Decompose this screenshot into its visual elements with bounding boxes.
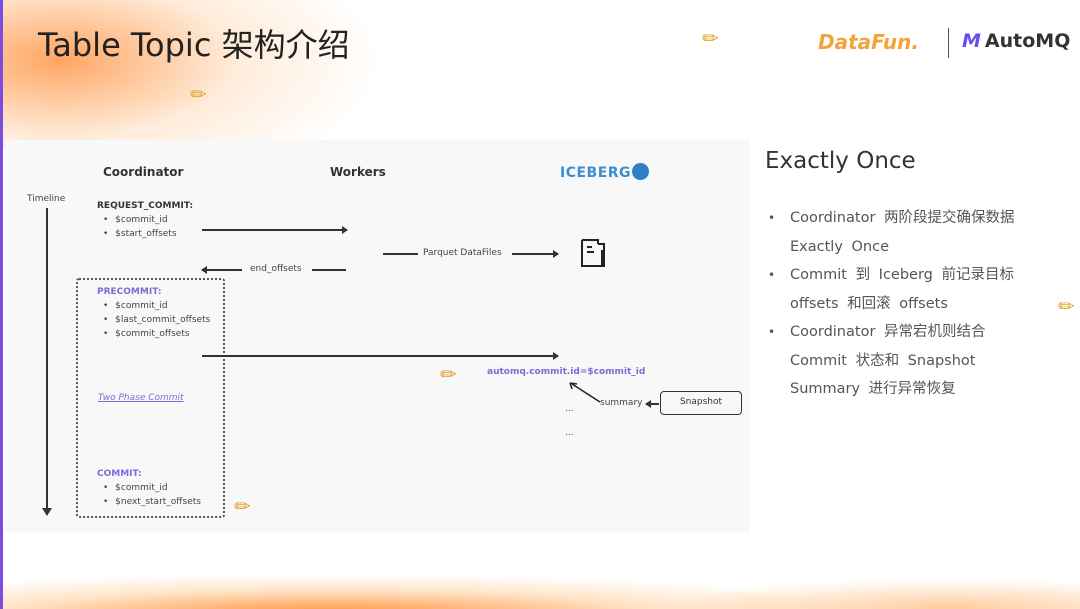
summary-label: summary bbox=[600, 398, 643, 408]
precommit-arrow bbox=[202, 352, 559, 359]
pencil-icon: ✏ bbox=[440, 362, 457, 386]
pencil-icon: ✏ bbox=[702, 26, 719, 50]
iceberg-text: ICEBERG bbox=[560, 165, 632, 181]
pencil-icon: ✏ bbox=[1058, 294, 1075, 318]
coordinator-header: Coordinator bbox=[103, 165, 184, 179]
slide-title: Table Topic 架构介绍 bbox=[38, 26, 350, 64]
two-phase-commit-label: Two Phase Commit bbox=[98, 393, 184, 403]
pencil-icon: ✏ bbox=[234, 494, 251, 518]
list-item: $last_commit_offsets bbox=[103, 313, 210, 327]
automq-text: AutoMQ bbox=[984, 30, 1071, 52]
precommit-list: $commit_id $last_commit_offsets $commit_… bbox=[103, 299, 210, 341]
bottom-gradient bbox=[0, 539, 1080, 609]
list-item: $start_offsets bbox=[103, 227, 176, 241]
timeline-label: Timeline bbox=[27, 194, 66, 204]
snapshot-box: Snapshot bbox=[660, 391, 742, 415]
bullet-item: Coordinator 异常宕机则结合 Commit 状态和 Snapshot … bbox=[768, 318, 1028, 404]
bullet-item: Commit 到 Iceberg 前记录目标 offsets 和回滚 offse… bbox=[768, 261, 1028, 318]
list-item: $next_start_offsets bbox=[103, 495, 201, 509]
timeline-arrow bbox=[46, 208, 48, 513]
iceberg-logo: ICEBERG bbox=[560, 163, 650, 181]
snapshot-arrow bbox=[645, 400, 659, 407]
list-item: $commit_offsets bbox=[103, 327, 210, 341]
request-arrow bbox=[202, 226, 348, 233]
parquet-label: Parquet DataFiles bbox=[423, 248, 502, 258]
end-offsets-arrow-left bbox=[201, 266, 242, 273]
iceberg-globe-icon bbox=[632, 163, 650, 180]
bullet-item: Coordinator 两阶段提交确保数据 Exactly Once bbox=[768, 204, 1028, 261]
list-item: $commit_id bbox=[103, 481, 201, 495]
commit-list: $commit_id $next_start_offsets bbox=[103, 481, 201, 509]
section-title: Exactly Once bbox=[765, 148, 916, 174]
datafun-logo: DataFun. bbox=[818, 30, 919, 54]
parquet-arrow bbox=[512, 250, 559, 257]
top-gradient bbox=[0, 0, 1080, 150]
ellipsis: ... bbox=[565, 428, 574, 438]
summary-arrow bbox=[569, 382, 601, 403]
left-edge bbox=[0, 0, 3, 609]
precommit-label: PRECOMMIT: bbox=[97, 287, 162, 297]
data-file-icon bbox=[581, 239, 605, 267]
automq-mark-icon: M bbox=[962, 30, 981, 52]
end-offsets-label: end_offsets bbox=[250, 264, 302, 274]
bullet-list: Coordinator 两阶段提交确保数据 Exactly Once Commi… bbox=[768, 204, 1028, 404]
list-item: $commit_id bbox=[103, 299, 210, 313]
parquet-arrow-left bbox=[383, 253, 418, 255]
end-offsets-arrow-right bbox=[312, 269, 346, 271]
commit-label: COMMIT: bbox=[97, 469, 142, 479]
logo-divider bbox=[948, 28, 949, 58]
workers-header: Workers bbox=[330, 165, 386, 179]
request-commit-label: REQUEST_COMMIT: bbox=[97, 201, 194, 211]
two-phase-commit-box bbox=[76, 278, 225, 518]
ellipsis: ... bbox=[565, 404, 574, 414]
commit-id-property: automq.commit.id=$commit_id bbox=[487, 367, 646, 377]
timeline-arrowhead bbox=[42, 508, 52, 516]
list-item: $commit_id bbox=[103, 213, 177, 227]
pencil-icon: ✏ bbox=[190, 82, 207, 106]
request-commit-list: $commit_id $start_offsets bbox=[103, 213, 177, 241]
